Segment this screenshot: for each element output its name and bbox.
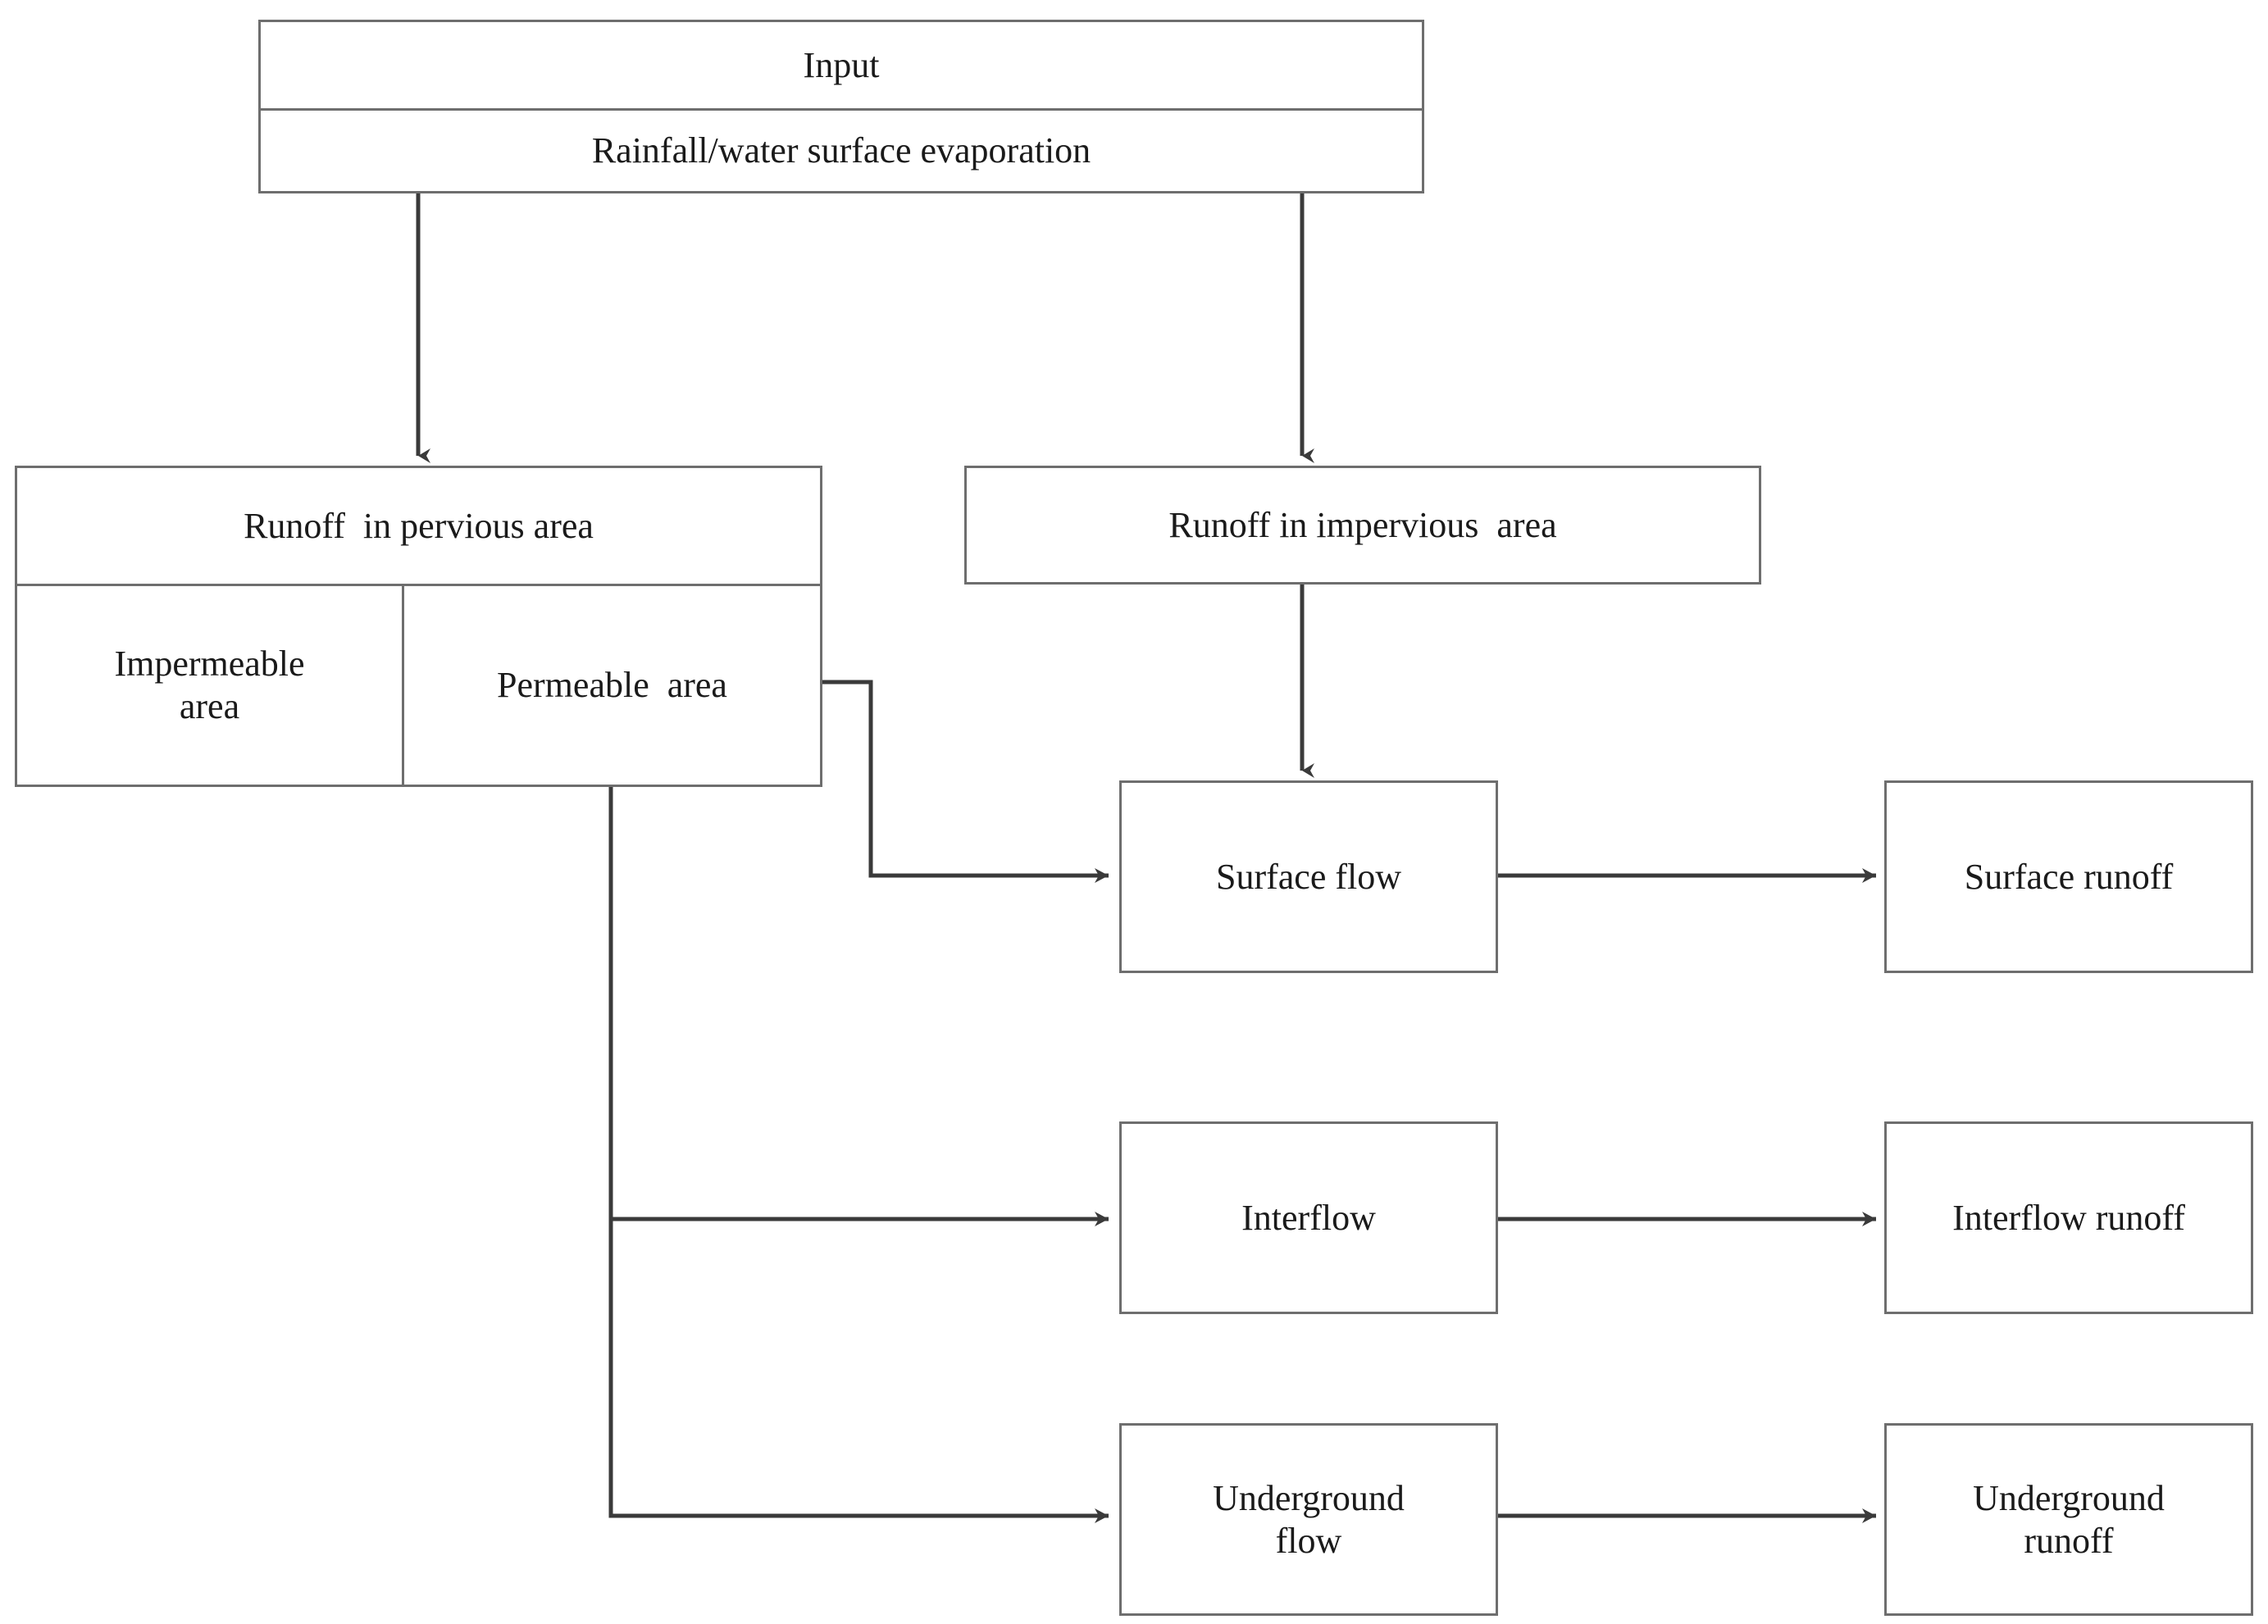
node-underground-runoff-label: Underground runoff (1973, 1477, 2165, 1561)
edge-permeable-to-interflow (608, 787, 1109, 1226)
node-permeable-area[interactable]: Permeable area (404, 586, 820, 785)
node-permeable-area-label: Permeable area (497, 665, 727, 706)
node-interflow-runoff-label: Interflow runoff (1952, 1197, 2185, 1238)
node-impervious-runoff[interactable]: Runoff in impervious area (964, 466, 1761, 585)
node-surface-flow-label: Surface flow (1215, 856, 1401, 897)
node-input-sub-label: Rainfall/water surface evaporation (591, 130, 1091, 171)
node-pervious-runoff-body: Impermeable area Permeable area (17, 586, 820, 785)
node-pervious-runoff-header-label: Runoff in pervious area (244, 505, 594, 546)
node-impermeable-area[interactable]: Impermeable area (17, 586, 404, 785)
node-surface-runoff[interactable]: Surface runoff (1884, 780, 2253, 973)
edge-permeable-to-underground-flow (608, 1219, 1109, 1523)
node-pervious-runoff-header: Runoff in pervious area (17, 468, 820, 586)
node-underground-flow-label: Underground flow (1213, 1477, 1405, 1561)
node-pervious-runoff[interactable]: Runoff in pervious area Impermeable area… (15, 466, 822, 787)
node-impermeable-area-label: Impermeable area (114, 644, 305, 726)
node-input-header-label: Input (803, 44, 880, 85)
node-interflow[interactable]: Interflow (1119, 1121, 1498, 1314)
node-interflow-runoff[interactable]: Interflow runoff (1884, 1121, 2253, 1314)
node-input-sub-row: Rainfall/water surface evaporation (261, 111, 1422, 191)
node-underground-runoff[interactable]: Underground runoff (1884, 1423, 2253, 1616)
node-input-header-row: Input (261, 22, 1422, 111)
node-underground-flow[interactable]: Underground flow (1119, 1423, 1498, 1616)
node-impervious-runoff-label: Runoff in impervious area (1168, 504, 1557, 545)
node-input[interactable]: Input Rainfall/water surface evaporation (258, 20, 1424, 193)
edge-permeable-to-surface-flow (822, 680, 1109, 883)
node-surface-runoff-label: Surface runoff (1964, 856, 2174, 897)
node-interflow-label: Interflow (1241, 1197, 1376, 1238)
node-surface-flow[interactable]: Surface flow (1119, 780, 1498, 973)
